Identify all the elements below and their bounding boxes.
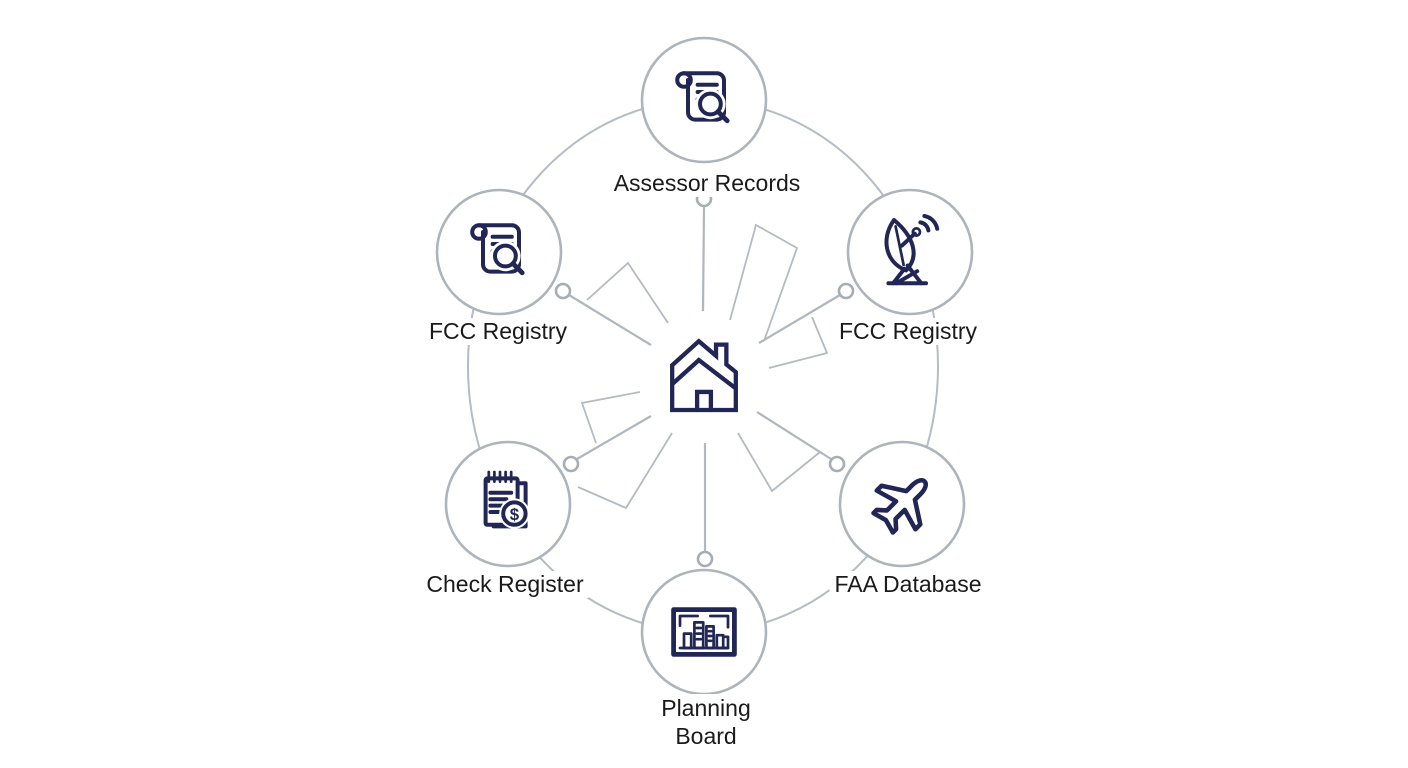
spoke-bottom-left bbox=[576, 415, 652, 460]
house-icon bbox=[670, 338, 738, 413]
dot-top-left bbox=[554, 282, 572, 300]
node-label-check-register: Check Register bbox=[421, 571, 589, 598]
node-planning-board bbox=[640, 568, 768, 696]
hub-rays bbox=[577, 223, 829, 510]
spoke-top-right bbox=[758, 294, 841, 344]
spoke-top-left bbox=[568, 294, 652, 346]
node-label-faa-database: FAA Database bbox=[829, 571, 987, 598]
ray-left bbox=[580, 391, 641, 444]
node-label-planning-board-line2: Board bbox=[675, 723, 737, 749]
node-faa-database bbox=[838, 440, 966, 568]
spoke-lines bbox=[568, 206, 841, 552]
blueprint-buildings-icon bbox=[671, 607, 737, 657]
node-label-fcc-registry-right: FCC Registry bbox=[833, 318, 983, 345]
airplane-icon bbox=[871, 478, 928, 535]
node-label-assessor-records: Assessor Records bbox=[608, 170, 806, 197]
node-circle-faa-database bbox=[838, 440, 966, 568]
dollar-sign-glyph: $ bbox=[510, 505, 520, 524]
node-check-register: $ bbox=[444, 440, 572, 568]
node-label-planning-board-line1: Planning bbox=[661, 695, 751, 721]
satellite-dish-icon bbox=[884, 214, 940, 286]
node-assessor-records bbox=[640, 36, 768, 164]
dot-bottom-right bbox=[828, 455, 846, 473]
node-fcc-registry-left bbox=[435, 188, 563, 316]
node-label-fcc-registry-left: FCC Registry bbox=[423, 318, 573, 345]
ray-lower-left bbox=[577, 432, 673, 510]
node-circle-fcc-registry-right bbox=[846, 188, 974, 316]
spoke-bottom-right bbox=[756, 411, 832, 460]
ray-upper-left bbox=[586, 261, 669, 324]
node-fcc-registry-right bbox=[846, 188, 974, 316]
node-label-planning-board: Planning Board bbox=[656, 694, 756, 750]
ray-upper-right bbox=[729, 223, 799, 342]
receipt-dollar-icon: $ bbox=[483, 470, 530, 529]
dot-bottom bbox=[696, 550, 714, 568]
ray-right bbox=[768, 316, 829, 369]
dot-bottom-left bbox=[562, 455, 580, 473]
dot-top-right bbox=[837, 282, 855, 300]
spoke-top bbox=[701, 206, 706, 312]
ray-lower-right bbox=[737, 432, 821, 493]
